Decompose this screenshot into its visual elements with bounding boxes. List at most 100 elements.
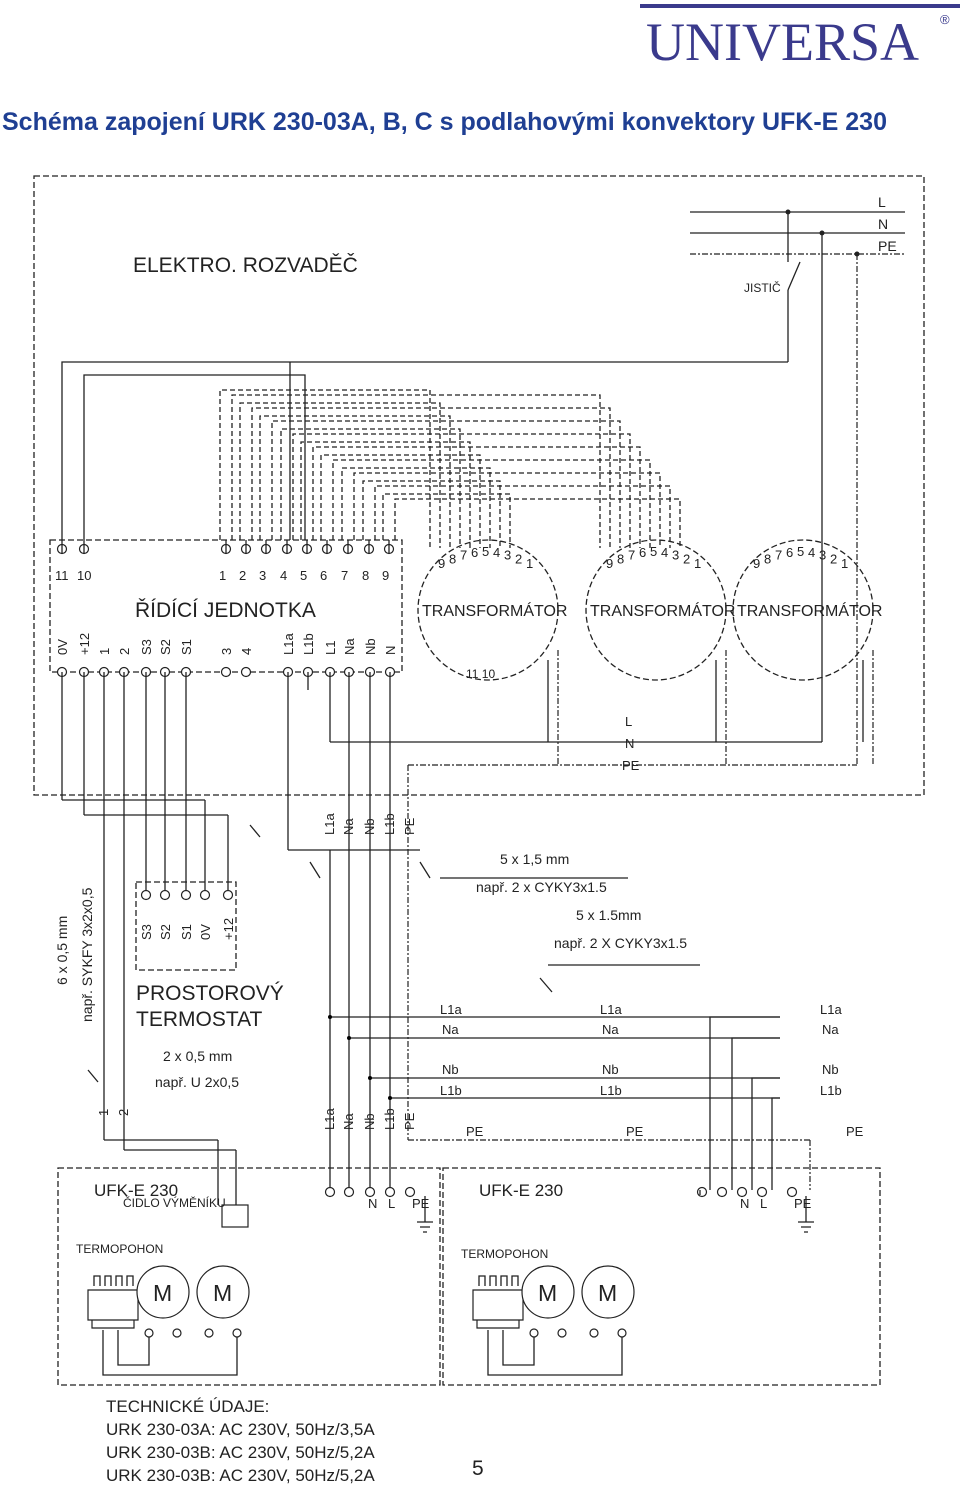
tech-title: TECHNICKÉ ÚDAJE: <box>106 1397 269 1416</box>
convector-term-n: N <box>368 1196 377 1211</box>
cu-bottom-terminal-label: 1 <box>97 648 112 655</box>
motor-terminal <box>589 1328 599 1338</box>
thermostat-terminal-label: +12 <box>221 918 236 940</box>
cu-bottom-terminal <box>240 666 252 678</box>
cu-top-terminal-label: 11 <box>55 568 69 583</box>
page-number: 5 <box>472 1457 484 1480</box>
motor-label: M <box>538 1280 557 1306</box>
power-cable-2-spec: 5 x 1.5mm <box>576 907 641 923</box>
cu-bottom-terminal-label: Nb <box>363 638 378 655</box>
universa-logo: UNIVERSA ® <box>640 2 960 72</box>
power-out-label: L1b <box>382 813 397 835</box>
motor-terminal <box>617 1328 627 1338</box>
ground-icon <box>798 1196 814 1233</box>
power-cable-2-type: např. 2 X CYKY3x1.5 <box>554 935 687 951</box>
cu-top-terminal-label: 4 <box>280 568 287 583</box>
cu-bottom-terminal-label: L1a <box>281 633 296 655</box>
convector-terminal <box>343 1186 355 1198</box>
branch-l1a: L1a <box>820 1002 842 1017</box>
transformer-wire <box>231 394 601 548</box>
power-in-label: L1a <box>322 1108 337 1130</box>
branch-l1a: L1a <box>440 1002 462 1017</box>
transformer-wire <box>259 415 451 548</box>
brand-name: UNIVERSA <box>646 12 919 68</box>
branch-l1b: L1b <box>440 1083 462 1098</box>
transformer-pin: 7 <box>628 548 635 563</box>
actuator-pin-icon <box>511 1275 519 1286</box>
breaker-switch <box>787 261 801 291</box>
branch-pe: PE <box>466 1124 484 1139</box>
junction-dot <box>388 1096 392 1100</box>
transformer-pin: 1 <box>841 556 848 571</box>
convector-term-pe: PE <box>412 1196 430 1211</box>
motor-label: M <box>153 1280 172 1306</box>
transformer-3 <box>732 539 874 681</box>
mains-n-label: N <box>878 216 888 232</box>
power-in-label: PE <box>402 1112 417 1130</box>
breaker-label: JISTIČ <box>744 280 781 295</box>
brand-reg: ® <box>940 12 950 27</box>
thermostat-terminal <box>222 889 234 901</box>
thermostat-cable-spec: 2 x 0,5 mm <box>163 1048 232 1064</box>
transformer-pin: 3 <box>504 548 511 563</box>
cu-bottom-terminal-label: 3 <box>219 648 234 655</box>
distribution-board-frame <box>33 175 925 796</box>
transformer-wire <box>219 389 431 548</box>
transformer-pin: 9 <box>753 556 760 571</box>
actuator-icon <box>87 1289 139 1329</box>
wire-11 <box>61 361 290 540</box>
actuator-pin-icon <box>500 1275 508 1286</box>
branch-pe: PE <box>846 1124 864 1139</box>
sensor-cable-type: např. SYKFY 3x2x0,5 <box>79 887 95 1022</box>
power-out-label: Na <box>341 818 356 835</box>
branch-nb: Nb <box>822 1062 839 1077</box>
branch-nb: Nb <box>602 1062 619 1077</box>
cu-bottom-terminal-label: +12 <box>77 633 92 655</box>
transformer-wire <box>374 485 671 548</box>
internal-bus: L N PE <box>289 361 857 1140</box>
motor-icon <box>136 1265 190 1319</box>
motor-terminal <box>232 1328 242 1338</box>
transformer-pin: 9 <box>438 556 445 571</box>
cu-top-terminal-label: 3 <box>259 568 266 583</box>
cu-bottom-terminal-label: 0V <box>55 639 70 655</box>
motor-terminal <box>204 1328 214 1338</box>
transformer-wire <box>341 467 491 548</box>
thermostat-terminal <box>140 889 152 901</box>
mains-supply: L N PE JISTIČ <box>690 194 905 765</box>
branch-nb: Nb <box>442 1062 459 1077</box>
branch-l1b: L1b <box>820 1083 842 1098</box>
mains-l-label: L <box>878 194 886 210</box>
cu-bottom-terminal-label: 4 <box>239 648 254 655</box>
transformer-pin: 2 <box>683 551 690 566</box>
tech-line-3: URK 230-03B: AC 230V, 50Hz/5,2A <box>106 1466 375 1485</box>
convector-terminal <box>786 1186 798 1198</box>
convector-1-frame <box>57 1167 441 1386</box>
transformer-pin: 9 <box>606 556 613 571</box>
sensor-out-1: 1 <box>96 1109 111 1116</box>
cu-top-terminal-label: 8 <box>362 568 369 583</box>
motor-terminal <box>529 1328 539 1338</box>
power-harness <box>288 849 700 1190</box>
branch-na: Na <box>602 1022 619 1037</box>
cu-bottom-terminal-label: S2 <box>158 639 173 655</box>
transformer-1 <box>417 539 559 681</box>
motor-label: M <box>598 1280 617 1306</box>
transformer-wire <box>280 428 461 548</box>
transformer-pin: 2 <box>515 551 522 566</box>
thermostat-terminal-label: S3 <box>139 924 154 940</box>
cu-top-terminal-label: 5 <box>300 568 307 583</box>
transformer-pin: 6 <box>471 545 478 560</box>
transformer-pin: 6 <box>639 545 646 560</box>
thermostat-terminal-label: S1 <box>179 924 194 940</box>
cu-bottom-terminal-label: S3 <box>139 639 154 655</box>
transformer-wire <box>382 493 511 548</box>
branch-na: Na <box>442 1022 459 1037</box>
motor-label: M <box>213 1280 232 1306</box>
transformer-wire <box>353 472 661 548</box>
control-unit-label: ŘÍDÍCÍ JEDNOTKA <box>135 599 316 622</box>
convector-term-pe: PE <box>794 1196 812 1211</box>
